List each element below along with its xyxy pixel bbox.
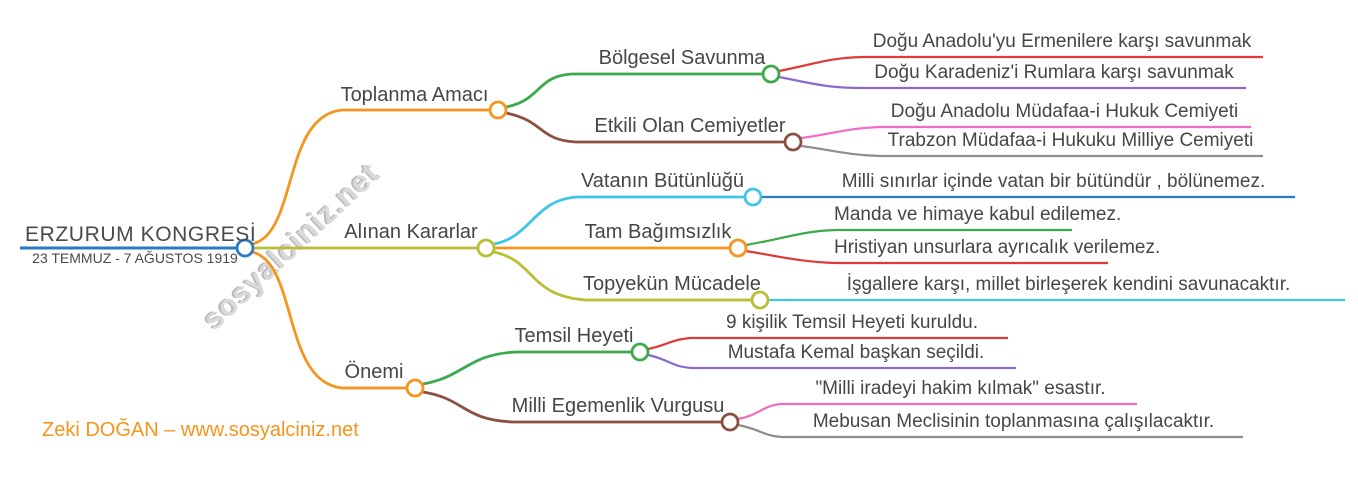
branch-label-vatanin-butunlugu: Vatanın Bütünlüğü [580,170,745,192]
branch-line-onemi [251,250,407,390]
branch-label-bolgesel-savunma: Bölgesel Savunma [598,47,766,69]
leaf-line-mustafa-kemal [647,353,1016,370]
leaf-text-mudafaa-hukuk: Doğu Anadolu Müdafaa-i Hukuk Cemiyeti [890,101,1239,122]
leaf-line-9-kisilik [647,336,1008,351]
node-dot-etkili-cemiyetler [783,132,803,152]
node-dot-alinan-kararlar [476,238,496,258]
leaf-line-trabzon-mudafaa [800,144,1263,158]
node-dot-tam-bagimsizlik [728,238,748,258]
node-dot-topyekun-mucadele [750,290,770,310]
branch-label-onemi: Önemi [344,361,404,383]
branch-label-etkili-cemiyetler: Etkili Olan Cemiyetler [594,115,786,137]
footer-credit: Zeki DOĞAN – www.sosyalciniz.net [42,419,359,441]
branch-label-temsil-heyeti: Temsil Heyeti [514,325,634,347]
branch-line-toplanma-amaci [251,108,490,246]
leaf-text-hristiyan-unsurlar: Hristiyan unsurlara ayrıcalık verilemez. [834,237,1161,258]
node-dot-root [235,238,255,258]
leaf-text-trabzon-mudafaa: Trabzon Müdafaa-i Hukuku Milliye Cemiyet… [887,130,1254,151]
node-dot-onemi [405,378,425,398]
branch-line-etkili-cemiyetler [505,111,785,144]
node-dot-toplanma-amaci [488,100,508,120]
leaf-line-mudafaa-hukuk [800,125,1251,140]
branch-line-milli-egemenlik [422,390,722,424]
branch-label-topyekun-mucadele: Topyekün Mücadele [583,273,761,295]
leaf-text-mustafa-kemal: Mustafa Kemal başkan seçildi. [727,342,985,363]
node-dot-vatanin-butunlugu [743,187,763,207]
branch-line-vatanin-butunlugu [493,195,745,246]
branch-label-tam-bagimsizlik: Tam Bağımsızlık [584,221,732,243]
node-dot-bolgesel-savunma [761,64,781,84]
root-subtitle: 23 TEMMUZ - 7 AĞUSTOS 1919 [32,250,238,266]
leaf-line-milli-iradeyi [737,402,1137,421]
leaf-text-isgallere-karsi: İşgallere karşı, millet birleşerek kendi… [846,274,1291,295]
leaf-text-ermenilere-savunmak: Doğu Anadolu'yu Ermenilere karşı savunma… [872,31,1252,52]
branch-label-toplanma-amaci: Toplanma Amacı [340,84,489,106]
node-dot-milli-egemenlik [720,412,740,432]
branch-line-temsil-heyeti [422,350,632,386]
branch-label-alinan-kararlar: Alınan Kararlar [344,221,478,243]
leaf-text-manda-himaye: Manda ve himaye kabul edilemez. [834,204,1122,225]
leaf-line-rumlara-savunmak [778,75,1246,90]
branch-line-topyekun-mucadele [493,250,752,302]
leaf-line-manda-himaye [745,228,1072,247]
leaf-line-ermenilere-savunmak [778,55,1263,73]
leaf-text-milli-sinirlar: Milli sınırlar içinde vatan bir bütündür… [841,171,1266,192]
leaf-line-hristiyan-unsurlar [745,249,1108,265]
leaf-text-9-kisilik: 9 kişilik Temsil Heyeti kuruldu. [725,312,978,333]
root-title: ERZURUM KONGRESİ [25,223,257,246]
leaf-text-milli-iradeyi: "Milli iradeyi hakim kılmak" esastır. [815,378,1106,399]
leaf-text-mebusan-meclisi: Mebusan Meclisinin toplanmasına çalışıla… [812,411,1215,432]
leaf-text-rumlara-savunmak: Doğu Karadeniz'i Rumlara karşı savunmak [874,62,1234,83]
node-dot-temsil-heyeti [630,342,650,362]
branch-label-milli-egemenlik: Milli Egemenlik Vurgusu [511,395,725,417]
branch-line-bolgesel-savunma [505,72,763,109]
leaf-line-mebusan-meclisi [737,423,1243,439]
